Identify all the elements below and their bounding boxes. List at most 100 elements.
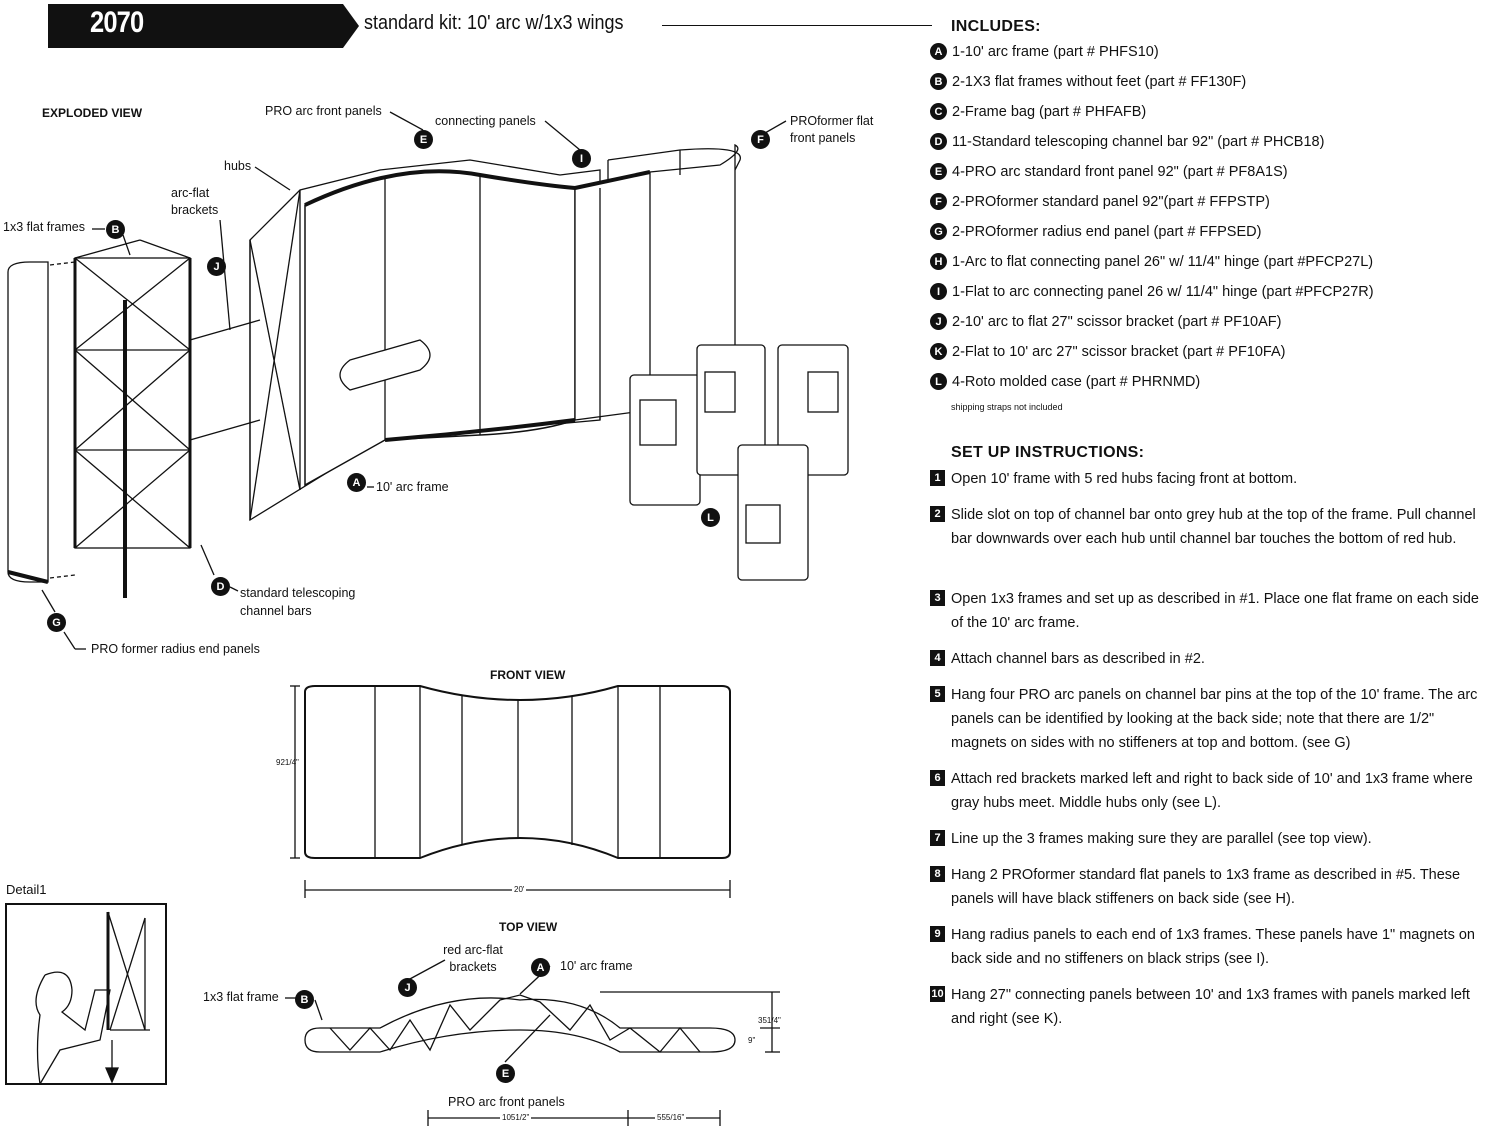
item-letter-badge: D	[930, 133, 947, 150]
label-connecting-panels: connecting panels	[435, 114, 536, 128]
label-pro-arc-front-panels: PRO arc front panels	[265, 104, 382, 118]
step-number-badge: 10	[930, 986, 945, 1002]
item-text: 1-10' arc frame (part # PHFS10)	[952, 43, 1159, 60]
step-text: Hang radius panels to each end of 1x3 fr…	[951, 927, 1475, 967]
front-view-outline	[304, 685, 731, 859]
step-number-badge: 9	[930, 926, 945, 942]
item-letter-badge: C	[930, 103, 947, 120]
step-text: Attach channel bars as described in #2.	[951, 651, 1205, 667]
setup-step: 8 Hang 2 PROformer standard flat panels t…	[930, 863, 1480, 911]
arc-front-panels	[304, 170, 576, 487]
header-rule	[662, 25, 932, 26]
step-text: Slide slot on top of channel bar onto gr…	[951, 507, 1476, 547]
detail-box	[5, 903, 167, 1085]
item-text: 2-PROformer standard panel 92"(part # FF…	[952, 193, 1270, 210]
title-bar-arrow	[343, 4, 359, 48]
includes-item: D 11-Standard telescoping channel bar 92"…	[930, 133, 1324, 150]
radius-end-panel	[7, 261, 49, 583]
item-text: 2-1X3 flat frames without feet (part # F…	[952, 73, 1247, 90]
callout-d: D	[211, 577, 230, 596]
step-number-badge: 5	[930, 686, 945, 702]
step-number-badge: 3	[930, 590, 945, 606]
item-text: 2-10' arc to flat 27" scissor bracket (p…	[952, 313, 1282, 330]
callout-f: F	[751, 130, 770, 149]
setup-heading: SET UP INSTRUCTIONS:	[951, 444, 1145, 461]
front-width-dim: 20'	[512, 885, 527, 894]
includes-item: H 1-Arc to flat connecting panel 26" w/ 1…	[930, 253, 1373, 270]
callout-b: B	[106, 220, 125, 239]
includes-item: A 1-10' arc frame (part # PHFS10)	[930, 43, 1159, 60]
item-letter-badge: H	[930, 253, 947, 270]
top-width-right-dim: 555/16"	[655, 1113, 687, 1122]
label-hubs: hubs	[224, 159, 252, 173]
callout-i: I	[572, 149, 591, 168]
step-text: Line up the 3 frames making sure they ar…	[951, 831, 1372, 847]
step-number-badge: 7	[930, 830, 945, 846]
title-bar	[48, 4, 343, 48]
label-top-arc-frame: 10' arc frame	[560, 959, 633, 973]
label-red-brackets: red arc-flat brackets	[443, 943, 503, 974]
front-view-title: FRONT VIEW	[490, 668, 566, 682]
item-letter-badge: F	[930, 193, 947, 210]
item-text: 11-Standard telescoping channel bar 92" …	[952, 133, 1325, 150]
setup-step: 10 Hang 27" connecting panels between 10'…	[930, 983, 1480, 1031]
item-text: 1-Arc to flat connecting panel 26" w/ 11…	[952, 253, 1374, 270]
item-letter-badge: E	[930, 163, 947, 180]
top-depth-dim: 351/4"	[758, 1016, 781, 1025]
callout-e: E	[414, 130, 433, 149]
label-radius-end-panels: PRO former radius end panels	[91, 642, 260, 656]
step-number-badge: 8	[930, 866, 945, 882]
shipping-note: shipping straps not included	[951, 402, 1063, 412]
label-top-pro-arc: PRO arc front panels	[448, 1095, 565, 1109]
item-letter-badge: L	[930, 373, 947, 390]
label-arc-frame: 10' arc frame	[376, 480, 449, 494]
step-text: Open 10' frame with 5 red hubs facing fr…	[951, 471, 1298, 487]
top-inner-dim: 9"	[748, 1036, 756, 1045]
callout-top-b: B	[295, 990, 314, 1009]
label-proformer-flat-panels: PROformer flat front panels	[790, 114, 874, 145]
includes-item: F 2-PROformer standard panel 92"(part # F…	[930, 193, 1270, 210]
callout-a: A	[347, 473, 366, 492]
setup-step: 7 Line up the 3 frames making sure they a…	[930, 827, 1480, 851]
callout-top-e: E	[496, 1064, 515, 1083]
kit-subtitle: standard kit: 10' arc w/1x3 wings	[364, 12, 624, 34]
item-letter-badge: K	[930, 343, 947, 360]
item-text: 2-PROformer radius end panel (part # FFP…	[952, 223, 1262, 240]
callout-j: J	[207, 257, 226, 276]
callout-g: G	[47, 613, 66, 632]
item-letter-badge: A	[930, 43, 947, 60]
detail-title: Detail1	[6, 882, 47, 897]
includes-item: L 4-Roto molded case (part # PHRNMD)	[930, 373, 1200, 390]
step-number-badge: 6	[930, 770, 945, 786]
item-text: 4-PRO arc standard front panel 92" (part…	[952, 163, 1288, 180]
top-view-outline	[304, 997, 736, 1053]
item-text: 4-Roto molded case (part # PHRNMD)	[952, 373, 1201, 390]
callout-l: L	[701, 508, 720, 527]
label-top-flat-frame: 1x3 flat frame	[203, 990, 279, 1004]
front-height-dim: 921/4"	[276, 758, 299, 767]
top-view-title: TOP VIEW	[499, 920, 558, 934]
callout-top-a: A	[531, 958, 550, 977]
setup-step: 2 Slide slot on top of channel bar onto g…	[930, 503, 1480, 551]
step-text: Hang 2 PROformer standard flat panels to…	[951, 867, 1461, 907]
includes-heading: INCLUDES:	[951, 18, 1041, 35]
model-number: 2070	[90, 6, 144, 39]
includes-item: E 4-PRO arc standard front panel 92" (par…	[930, 163, 1288, 180]
label-arc-flat-brackets: arc-flat brackets	[171, 186, 219, 217]
roto-cases	[629, 344, 849, 581]
exploded-view-title: EXPLODED VIEW	[42, 106, 143, 120]
label-channel-bars: standard telescoping channel bars	[240, 586, 356, 618]
step-number-badge: 2	[930, 506, 945, 522]
step-text: Hang 27" connecting panels between 10' a…	[951, 987, 1470, 1027]
top-width-left-dim: 1051/2"	[500, 1113, 532, 1122]
